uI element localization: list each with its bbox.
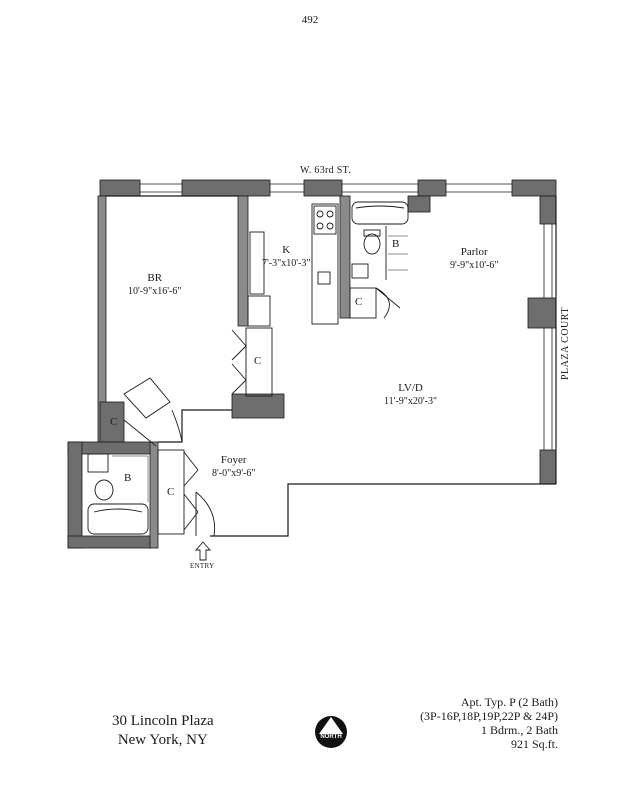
apartment-beds-baths: 1 Bdrm., 2 Bath [481, 723, 558, 737]
room-name: LV/D [398, 382, 423, 394]
entry-label: ENTRY [190, 562, 215, 570]
wall-segment [181, 179, 271, 197]
room-name: BR [147, 272, 163, 284]
wall-segment [511, 179, 557, 197]
kitchen-counter [311, 203, 339, 325]
address-line: 30 Lincoln Plaza [112, 713, 214, 729]
room-dims: 10'-9"x16'-6" [128, 286, 182, 297]
closet-label: C [355, 296, 363, 308]
bathtub-icon [351, 201, 409, 225]
page-number: 492 [301, 14, 319, 26]
closet-label: C [167, 486, 175, 498]
room-kitchen: K 7'-3"x10'-3" [262, 244, 310, 270]
room-name: K [282, 244, 291, 256]
street-label: W. 63rd ST. [300, 165, 352, 176]
wall-segment [407, 195, 431, 213]
exterior-outline [210, 483, 556, 537]
apartment-type: Apt. Typ. P (2 Bath) [460, 695, 558, 709]
wall-segment [539, 195, 557, 225]
door-icon [123, 377, 171, 419]
room-name: Parlor [460, 246, 488, 258]
side-street-label: PLAZA COURT [560, 307, 571, 380]
closet-box [349, 287, 377, 319]
room-foyer: Foyer 8'-0"x9'-6" [212, 454, 255, 480]
sink-icon [317, 271, 331, 285]
north-label: NORTH [320, 734, 342, 740]
bathtub-icon [87, 503, 149, 535]
room-parlor: Parlor 9'-9"x10'-6" [450, 246, 498, 272]
wall-segment [339, 195, 351, 319]
wall-segment [99, 401, 125, 443]
address-line: New York, NY [117, 732, 208, 748]
room-bath-lower: B [124, 472, 132, 484]
wall-segment [67, 441, 83, 549]
apartment-info: Apt. Typ. P (2 Bath) (3P-16P,18P,19P,22P… [420, 695, 558, 751]
room-dims: 11'-9"x20'-3" [384, 396, 438, 407]
closet-label: C [254, 355, 262, 367]
interior-outline [158, 409, 232, 443]
apartment-lines: (3P-16P,18P,19P,22P & 24P) [420, 709, 558, 723]
closet-label: C [110, 416, 118, 428]
apartment-area: 921 Sq.ft. [510, 737, 558, 751]
refrigerator-icon [249, 231, 265, 295]
wall-segment [539, 449, 557, 485]
north-arrow-icon [315, 716, 347, 748]
stove-icon [313, 205, 337, 235]
wall-segment [527, 297, 557, 329]
room-dims: 7'-3"x10'-3" [262, 258, 311, 269]
sink-icon [87, 453, 109, 473]
room-bath-upper: B [392, 238, 400, 250]
sink-icon [351, 263, 369, 279]
wall-segment [99, 179, 141, 197]
room-name: Foyer [220, 454, 247, 466]
wall-segment [303, 179, 343, 197]
room-lvd: LV/D 11'-9"x20'-3" [384, 382, 437, 408]
entry-door-icon [195, 491, 216, 537]
entry-arrow-icon [195, 541, 211, 561]
wall-segment [417, 179, 447, 197]
room-dims: 9'-9"x10'-6" [450, 260, 499, 271]
toilet-icon [363, 233, 381, 255]
address-block: 30 Lincoln Plaza New York, NY [112, 712, 214, 750]
room-br: BR 10'-9"x16'-6" [128, 272, 181, 298]
wall-segment [67, 535, 153, 549]
room-dims: 8'-0"x9'-6" [212, 468, 256, 479]
closet-box [157, 449, 185, 535]
kitchen-cabinet [247, 295, 271, 327]
wall-segment [237, 195, 249, 327]
closet-box [245, 327, 273, 397]
wall-segment [231, 393, 285, 419]
toilet-icon [94, 479, 114, 501]
wall-segment [149, 441, 159, 549]
